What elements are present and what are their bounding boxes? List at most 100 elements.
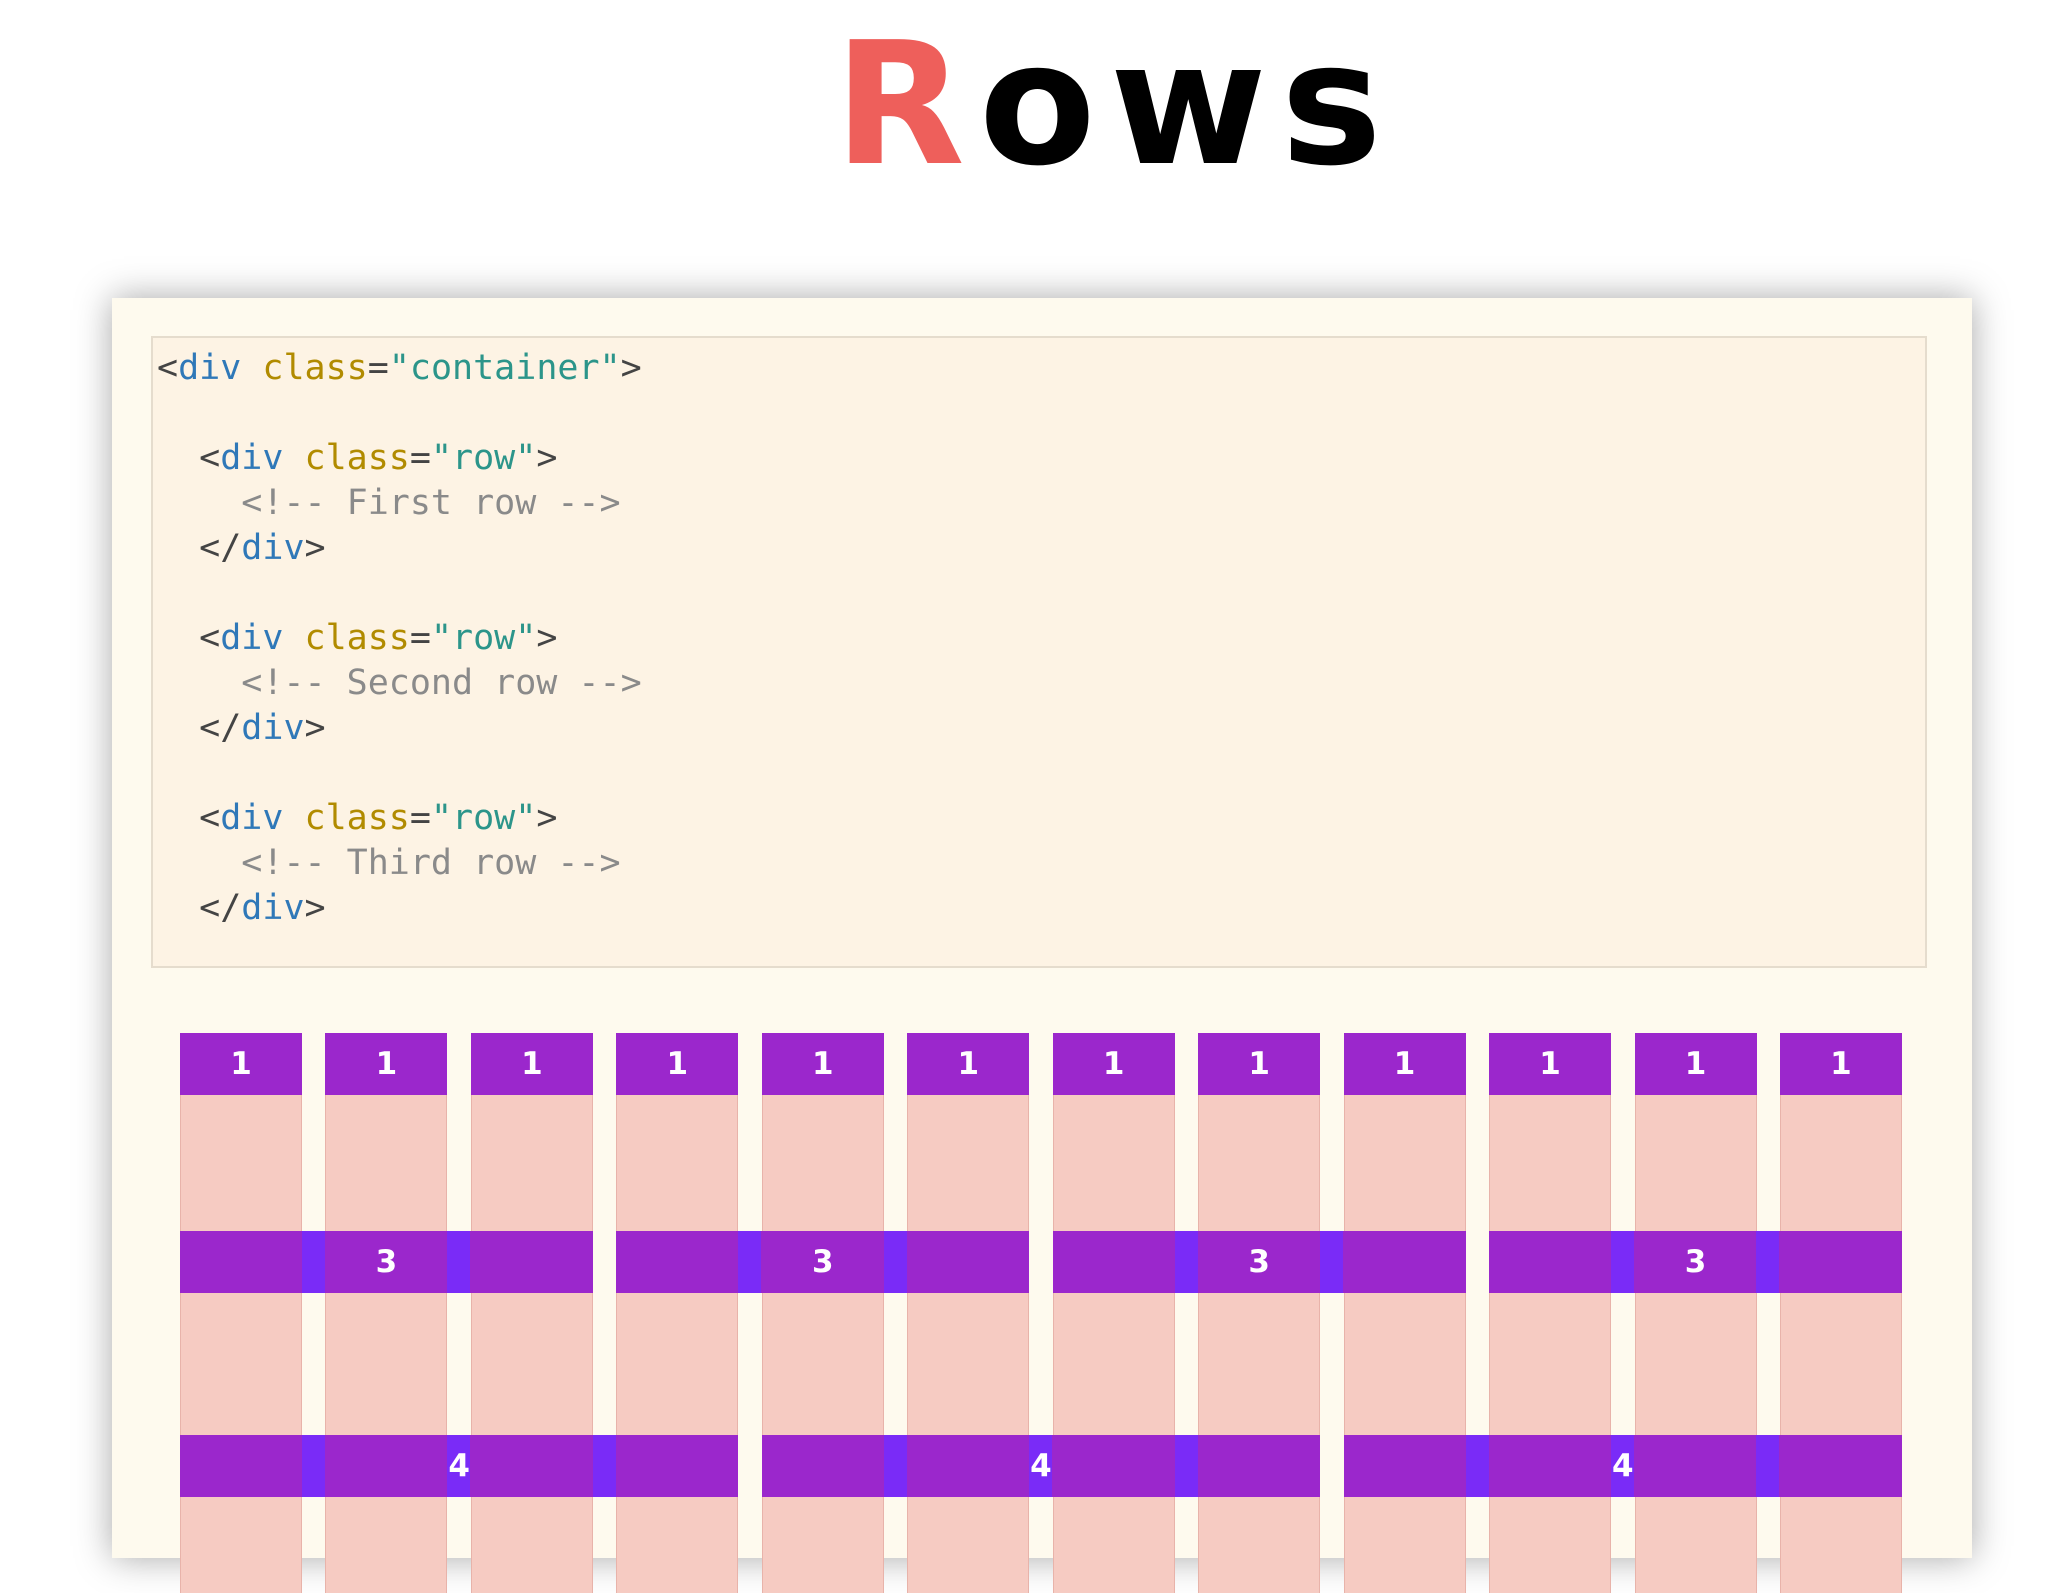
code-token <box>283 798 304 838</box>
code-token: > <box>304 888 326 928</box>
code-token: </ <box>157 888 242 928</box>
code-line: </div> <box>157 886 1925 931</box>
code-token <box>283 618 304 658</box>
grid-column-background <box>616 1033 739 1593</box>
grid-cell-span-4: 4 <box>761 1435 1321 1497</box>
code-token: </ <box>157 528 242 568</box>
grid-gutter <box>447 1231 471 1293</box>
code-token: class <box>304 618 410 658</box>
grid-cell-label: 1 <box>812 1046 834 1082</box>
grid-row: 3 3 3 3 <box>180 1231 1902 1293</box>
grid-gutter <box>883 1435 907 1497</box>
code-token: class <box>304 798 410 838</box>
code-block: <div class="container"> <div class="row"… <box>151 336 1927 968</box>
code-token: < <box>157 618 221 658</box>
grid-column-background <box>1489 1033 1612 1593</box>
grid-row: 1 1 1 1 1 1 1 1 1 1 1 1 <box>180 1033 1902 1095</box>
code-token: div <box>178 348 242 388</box>
code-token: "row" <box>430 798 537 838</box>
slide-title: Rows <box>0 20 2048 190</box>
code-line <box>157 391 1925 436</box>
code-line <box>157 571 1925 616</box>
grid-cell-span-1: 1 <box>1634 1033 1757 1095</box>
grid-cell-label: 1 <box>1830 1046 1852 1082</box>
code-token: div <box>220 618 284 658</box>
grid-cell-label: 1 <box>1539 1046 1561 1082</box>
grid-column-background <box>907 1033 1030 1593</box>
grid-cell-span-1: 1 <box>907 1033 1030 1095</box>
code-token: "row" <box>430 438 537 478</box>
grid-gutter <box>1174 1435 1198 1497</box>
code-token: div <box>241 888 305 928</box>
content-card: <div class="container"> <div class="row"… <box>112 298 1972 1593</box>
grid-cell-label: 3 <box>812 1244 834 1280</box>
grid-gutter <box>1320 1231 1344 1293</box>
grid-cell-label: 4 <box>1611 1448 1634 1484</box>
grid-gutter <box>883 1231 907 1293</box>
grid-cell-label: 1 <box>1248 1046 1270 1082</box>
grid-cell-label: 3 <box>375 1244 398 1280</box>
grid-column-background <box>1343 1033 1466 1593</box>
grid-cell-span-1: 1 <box>1198 1033 1321 1095</box>
grid-cell-span-3: 3 <box>1489 1231 1902 1293</box>
grid-column-background <box>1634 1033 1757 1593</box>
grid-gutter <box>592 1435 616 1497</box>
code-token: = <box>409 798 431 838</box>
code-line: <div class="container"> <box>157 346 1925 391</box>
code-token: <!-- Third row --> <box>157 843 621 883</box>
grid-column-background <box>1052 1033 1175 1593</box>
code-token: > <box>536 798 558 838</box>
code-token: > <box>620 348 642 388</box>
grid-cell-span-1: 1 <box>1489 1033 1612 1095</box>
grid-cell-label: 1 <box>1393 1046 1416 1082</box>
code-token: > <box>536 438 558 478</box>
code-token <box>241 348 262 388</box>
code-line: </div> <box>157 526 1925 571</box>
code-token: div <box>241 528 305 568</box>
grid-gutter <box>1611 1231 1635 1293</box>
code-token: <!-- Second row --> <box>157 663 642 703</box>
code-line: <div class="row"> <box>157 796 1925 841</box>
grid-gutter <box>1756 1435 1780 1497</box>
code-token: <!-- First row --> <box>157 483 621 523</box>
code-token: = <box>409 618 431 658</box>
grid-column-background <box>1198 1033 1321 1593</box>
code-token: < <box>157 438 221 478</box>
grid-cell-span-3: 3 <box>616 1231 1030 1293</box>
code-token: > <box>304 708 326 748</box>
grid-cell-span-1: 1 <box>1052 1033 1175 1095</box>
grid-cell-span-1: 1 <box>325 1033 448 1095</box>
grid-cell-label: 3 <box>1248 1244 1270 1280</box>
grid-cell-label: 1 <box>230 1046 252 1082</box>
grid-gutter <box>738 1231 762 1293</box>
grid-gutter <box>1611 1435 1635 1497</box>
grid-cell-span-1: 1 <box>761 1033 884 1095</box>
grid-gutter <box>302 1435 325 1497</box>
grid-cell-span-4: 4 <box>180 1435 739 1497</box>
grid-cell-span-1: 1 <box>1343 1033 1466 1095</box>
grid-column-background <box>761 1033 884 1593</box>
code-token: "row" <box>430 618 537 658</box>
code-token: < <box>157 348 179 388</box>
grid-column-background <box>180 1033 302 1593</box>
code-token: class <box>262 348 368 388</box>
title-rest: ows <box>978 6 1396 204</box>
code-line: <div class="row"> <box>157 436 1925 481</box>
grid-cell-label: 1 <box>375 1046 398 1082</box>
grid-cell-label: 3 <box>1684 1244 1707 1280</box>
grid-cell-label: 1 <box>957 1046 980 1082</box>
grid-cell-span-1: 1 <box>616 1033 739 1095</box>
code-line: <div class="row"> <box>157 616 1925 661</box>
grid-cell-label: 1 <box>1102 1046 1125 1082</box>
grid-column-background <box>325 1033 448 1593</box>
grid-gutter <box>1029 1435 1053 1497</box>
code-token: div <box>241 708 305 748</box>
code-line: <!-- Second row --> <box>157 661 1925 706</box>
code-token: > <box>304 528 326 568</box>
code-token: </ <box>157 708 242 748</box>
code-token: class <box>304 438 410 478</box>
grid-cell-span-3: 3 <box>180 1231 593 1293</box>
grid-cell-label: 1 <box>521 1046 543 1082</box>
